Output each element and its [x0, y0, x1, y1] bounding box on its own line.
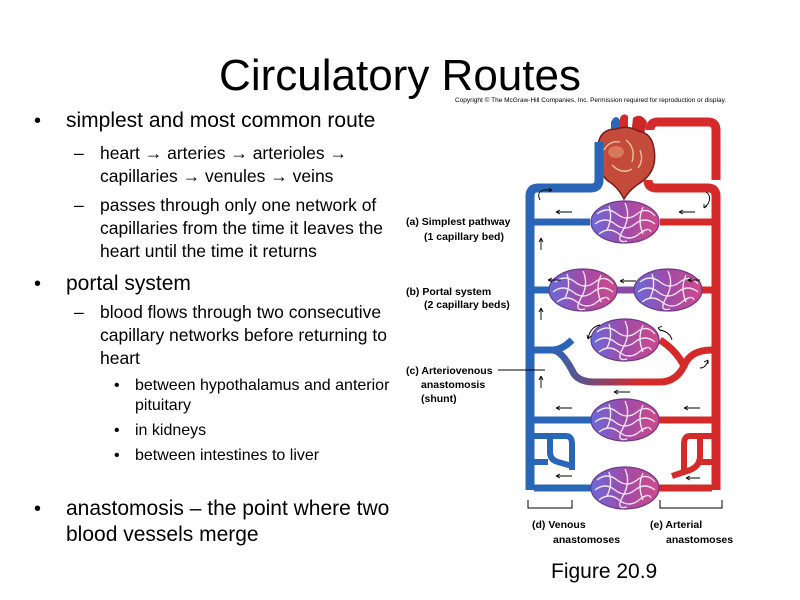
bullet-mark: •	[34, 498, 42, 520]
copyright-notice: Copyright © The McGraw-Hill Companies, I…	[455, 97, 727, 104]
bullet-mark: •	[34, 273, 42, 295]
bullet-list: • simplest and most common route – heart…	[34, 108, 424, 548]
sub-sub-bullet-intestines: • between intestines to liver	[114, 447, 320, 464]
capillary-bed	[590, 398, 660, 442]
label-two-capillary-beds: (2 capillary beds)	[424, 299, 510, 311]
sub-sub-bullet-hypothalamus: • between hypothalamus and anterior pitu…	[114, 377, 390, 414]
label-one-capillary-bed: (1 capillary bed)	[424, 231, 504, 243]
label-arterial: (e) Arterial	[650, 519, 702, 531]
bracket-arterial	[659, 500, 723, 509]
bullet-anastomosis: • anastomosis – the point where two bloo…	[34, 497, 390, 546]
arterial-anastomoses	[671, 433, 712, 479]
label-arterial-anastomoses: anastomoses	[666, 534, 733, 546]
main-artery	[643, 117, 721, 490]
flow-arrows	[538, 187, 711, 481]
sub-bullet-two-networks: – blood flows through two consecutive ca…	[74, 302, 387, 368]
label-venous-anastomoses: anastomoses	[553, 534, 620, 546]
label-anastomosis: anastomosis	[421, 379, 485, 391]
bullet-mark: •	[114, 422, 120, 439]
bullet-mark: •	[114, 377, 120, 394]
page-title: Circulatory Routes	[219, 51, 581, 100]
figure-caption: Figure 20.9	[551, 560, 658, 583]
label-portal-system: (b) Portal system	[406, 286, 491, 298]
capillary-bed	[590, 466, 660, 510]
row-portal-system	[534, 268, 712, 312]
venous-anastomoses	[534, 433, 575, 470]
capillary-bed	[548, 268, 618, 312]
heart-illustration	[596, 114, 656, 201]
dash-mark: –	[74, 143, 84, 163]
bullet-simplest-route: • simplest and most common route	[34, 109, 376, 132]
row-arteriovenous-anastomosis	[534, 318, 713, 386]
label-arteriovenous: (c) Arteriovenous	[406, 365, 493, 377]
sub-bullet-one-network: – passes through only one network of cap…	[74, 195, 384, 261]
sub-sub-bullet-kidneys: • in kidneys	[114, 422, 207, 439]
capillary-bed	[590, 318, 660, 362]
label-simplest-pathway: (a) Simplest pathway	[406, 216, 511, 228]
bullet-mark: •	[34, 110, 42, 132]
bullet-portal-system: • portal system	[34, 272, 191, 295]
row-anastomoses-lower	[534, 466, 712, 510]
capillary-bed	[590, 200, 660, 244]
sub-bullet-route-sequence: – heart → arteries → arterioles → capill…	[74, 143, 348, 186]
row-anastomoses-upper	[534, 398, 712, 442]
main-vein	[525, 142, 604, 490]
bullet-mark: •	[114, 447, 120, 464]
capillary-bed	[633, 268, 703, 312]
bracket-venous	[527, 500, 573, 509]
label-shunt: (shunt)	[421, 393, 457, 405]
dash-mark: –	[74, 302, 84, 322]
shunt-vessel	[551, 346, 640, 386]
row-simplest-pathway	[534, 200, 712, 244]
dash-mark: –	[74, 195, 84, 215]
label-venous: (d) Venous	[532, 519, 586, 531]
